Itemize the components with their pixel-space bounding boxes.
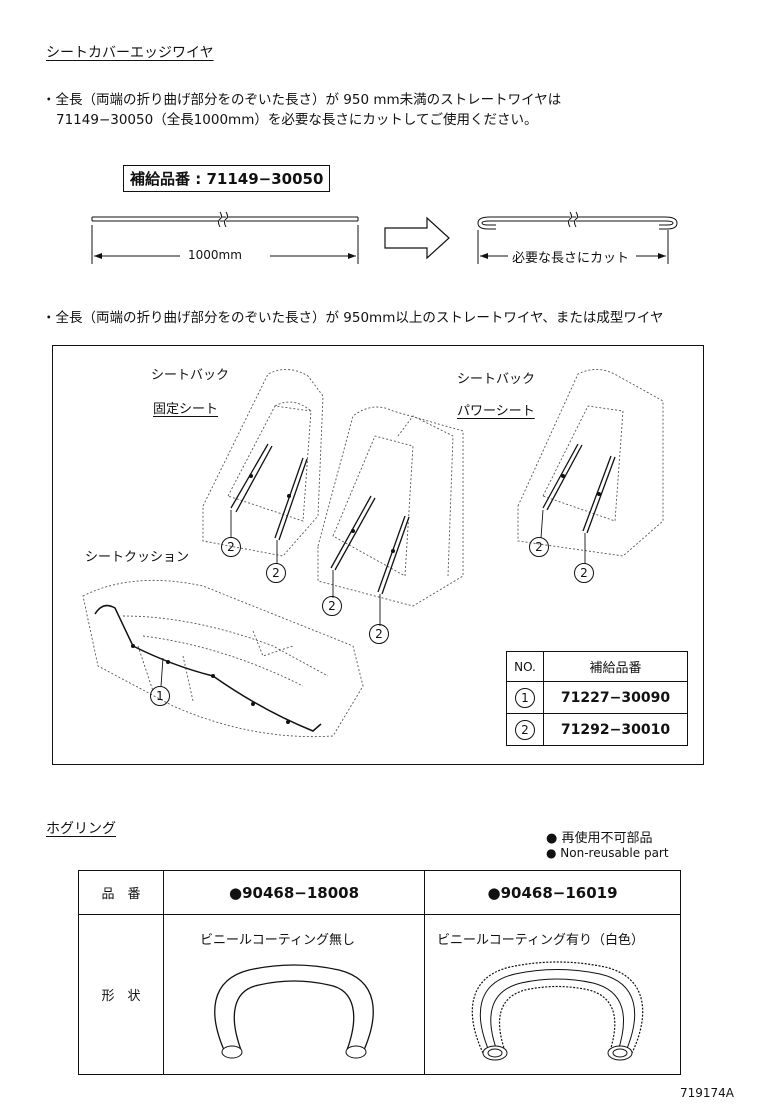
table-row-part: 71227−30090 [543, 681, 688, 714]
shape-cell-a: ビニールコーティング無し [163, 914, 425, 1075]
hog-ring-table: 品 番 ●90468−18008 ●90468−16019 形 状 ビニールコー… [78, 870, 681, 1075]
label-seatback-fixed-1: シートバック [151, 368, 230, 383]
note-short-wire-line2: 71149−30050（全長1000mm）を必要な長さにカットしてご使用ください… [56, 112, 538, 128]
callout-1: 1 [150, 686, 170, 706]
parts-table: NO. 補給品番 1 71227−30090 2 71292−30010 [506, 651, 688, 746]
label-seatback-fixed-2: 固定シート [153, 402, 219, 417]
legend-non-reusable-jp: ● 再使用不可部品 [546, 831, 653, 846]
row-label-shape: 形 状 [78, 914, 164, 1075]
note-long-wire: ・全長（両端の折り曲げ部分をのぞいた長さ）が 950mm以上のストレートワイヤ、… [42, 310, 664, 326]
wire-cut-illustration [91, 211, 678, 264]
supply-part-number-box: 補給品番 : 71149−30050 [123, 165, 331, 192]
table-row-no: 1 [506, 681, 544, 714]
label-seatback-power-2: パワーシート [457, 404, 535, 419]
legend-non-reusable-en: ● Non-reusable part [546, 846, 669, 860]
label-seat-cushion: シートクッション [85, 550, 190, 565]
edge-wires [94, 443, 616, 732]
figure-id: 719174A [680, 1086, 735, 1100]
shape-desc-a: ビニールコーティング無し [200, 933, 355, 948]
bent-wire [477, 211, 678, 230]
callout-2: 2 [322, 596, 342, 616]
label-seatback-power-1: シートバック [457, 372, 536, 387]
parts-table-header-no: NO. [506, 651, 544, 682]
table-row-no: 2 [506, 713, 544, 746]
table-row-part: 71292−30010 [543, 713, 688, 746]
callout-2: 2 [266, 563, 286, 583]
note-short-wire-line1: ・全長（両端の折り曲げ部分をのぞいた長さ）が 950 mm未満のストレートワイヤ… [42, 92, 562, 108]
shape-desc-b: ビニールコーティング有り（白色） [437, 933, 644, 948]
straight-wire [91, 211, 359, 228]
shape-cell-b: ビニールコーティング有り（白色） [424, 914, 681, 1075]
part-number-a: ●90468−18008 [163, 870, 425, 915]
parts-table-header-part: 補給品番 [543, 651, 688, 682]
row-label-part-number: 品 番 [78, 870, 164, 915]
seat-diagram-panel: シートバック 固定シート シートバック パワーシート シートクッション 2 2 … [52, 345, 704, 765]
callout-2: 2 [574, 563, 594, 583]
callout-2: 2 [369, 624, 389, 644]
callout-2: 2 [529, 537, 549, 557]
arrow-right-icon [384, 216, 450, 260]
callout-2: 2 [221, 537, 241, 557]
hog-ring-coated-icon [471, 961, 644, 1061]
seat-illustration [82, 369, 664, 738]
part-number-b: ●90468−16019 [424, 870, 681, 915]
section-title-hog-ring: ホグリング [46, 821, 116, 837]
section-title-edge-wire: シートカバーエッジワイヤ [46, 45, 214, 61]
hog-ring-uncoated-icon [214, 964, 374, 1059]
length-label: 1000mm [188, 248, 242, 262]
cut-label: 必要な長さにカット [512, 251, 630, 266]
